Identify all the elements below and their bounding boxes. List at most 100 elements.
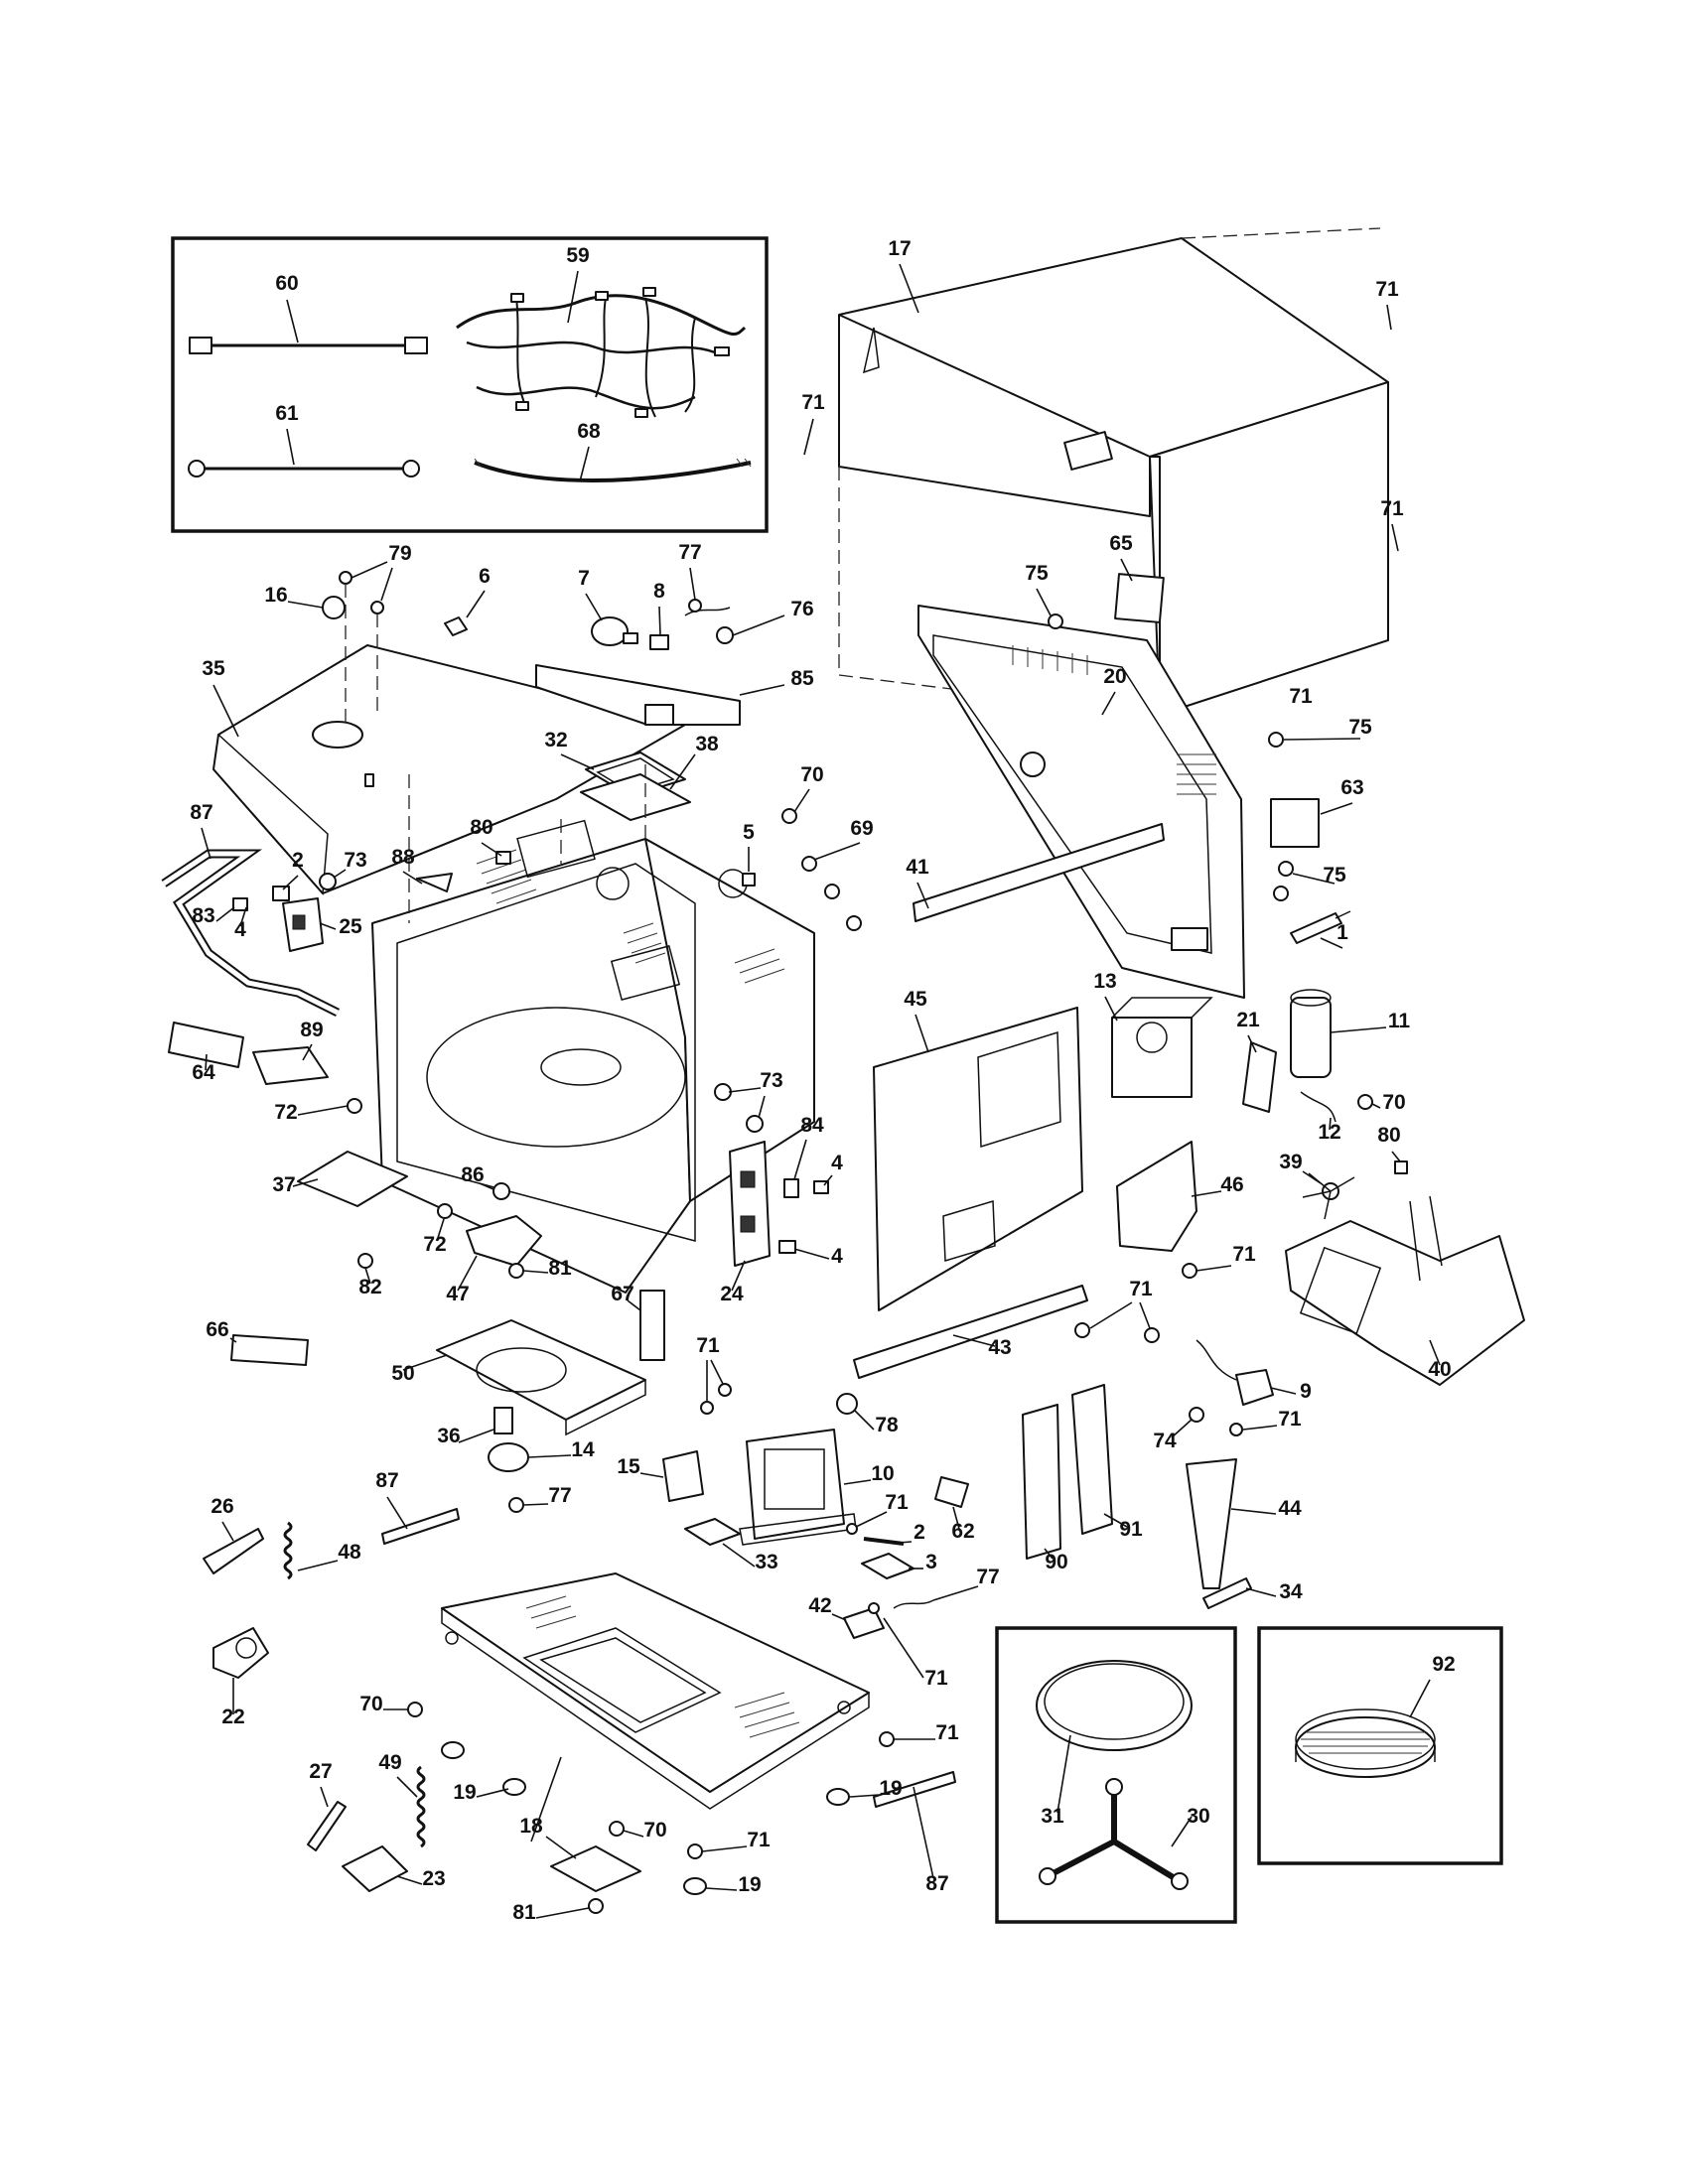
part-3-bracket — [861, 1553, 914, 1579]
callout-71: 71 — [1129, 1278, 1153, 1300]
callout-87: 87 — [925, 1872, 948, 1895]
part-11-hv-capacitor — [1290, 989, 1387, 1078]
callout-39: 39 — [1279, 1151, 1302, 1173]
part-76-screw — [716, 626, 734, 644]
callout-67: 67 — [611, 1283, 633, 1305]
callout-24: 24 — [720, 1283, 744, 1305]
part-31-glass-tray — [1036, 1660, 1193, 1751]
part-39-fan-blade — [1302, 1170, 1355, 1220]
part-88-bracket — [416, 873, 453, 892]
part-73-screw — [319, 873, 337, 890]
part-30-roller-guide — [1039, 1778, 1193, 1890]
callout-19: 19 — [738, 1873, 761, 1896]
screws-71-right — [1074, 1263, 1278, 1436]
rack-inset-frame — [1257, 1626, 1503, 1865]
callout-87: 87 — [375, 1469, 398, 1492]
part-64-label — [168, 1022, 244, 1068]
part-18-access-cover — [545, 1836, 641, 1892]
part-73-screw-b — [714, 1083, 732, 1101]
callout-21: 21 — [1236, 1009, 1260, 1031]
callout-37: 37 — [272, 1173, 295, 1196]
callout-84: 84 — [800, 1114, 824, 1137]
callout-19: 19 — [879, 1777, 902, 1800]
screws-71-base — [687, 1731, 935, 1859]
part-40-fan-housing — [1285, 1195, 1525, 1386]
callout-73: 73 — [344, 849, 366, 872]
part-2-switch-b — [863, 1537, 905, 1546]
callout-30: 30 — [1187, 1805, 1209, 1828]
callout-42: 42 — [808, 1594, 831, 1617]
callout-70: 70 — [1382, 1091, 1405, 1114]
part-48-spring — [283, 1521, 293, 1580]
part-72-screw — [347, 1098, 362, 1114]
part-41-bracket — [913, 823, 1165, 922]
part-49-spring — [416, 1765, 426, 1848]
callout-32: 32 — [544, 729, 567, 751]
callout-86: 86 — [461, 1163, 484, 1186]
callout-44: 44 — [1278, 1497, 1302, 1520]
callout-25: 25 — [339, 915, 362, 938]
part-77-wire — [893, 1599, 934, 1609]
callout-45: 45 — [904, 988, 927, 1011]
part-20-back-panel — [917, 605, 1245, 999]
callout-19: 19 — [453, 1781, 476, 1804]
part-13-magnetron — [1104, 996, 1213, 1098]
callout-22: 22 — [221, 1706, 244, 1728]
part-34-strip — [1202, 1577, 1277, 1609]
part-78-bushing — [836, 1393, 875, 1431]
callout-77: 77 — [548, 1484, 571, 1507]
callout-9: 9 — [1300, 1380, 1312, 1403]
inset-frame — [171, 236, 769, 533]
callout-71: 71 — [747, 1829, 771, 1851]
callout-40: 40 — [1428, 1358, 1451, 1381]
callout-46: 46 — [1220, 1173, 1243, 1196]
callout-15: 15 — [617, 1455, 640, 1478]
callout-35: 35 — [202, 657, 225, 680]
callout-73: 73 — [760, 1069, 782, 1092]
callout-38: 38 — [695, 733, 719, 755]
part-61-ground-wire — [188, 428, 420, 478]
callout-90: 90 — [1045, 1551, 1067, 1573]
callout-5: 5 — [743, 821, 755, 844]
part-12-diode — [1300, 1091, 1336, 1131]
callout-89: 89 — [300, 1019, 323, 1041]
callout-75: 75 — [1025, 562, 1049, 585]
callout-43: 43 — [988, 1336, 1011, 1359]
callout-70: 70 — [643, 1819, 666, 1842]
turntable-inset-frame — [995, 1626, 1237, 1924]
callout-85: 85 — [790, 667, 814, 690]
part-43-strip — [853, 1285, 1088, 1379]
part-18-base-plate — [441, 1572, 870, 1843]
part-87-strip-left — [381, 1508, 460, 1545]
callout-71: 71 — [885, 1491, 909, 1514]
callout-10: 10 — [871, 1462, 894, 1485]
callout-71: 71 — [1289, 685, 1313, 708]
callout-2: 2 — [914, 1521, 925, 1544]
callout-75: 75 — [1348, 716, 1372, 739]
callout-31: 31 — [1041, 1805, 1064, 1828]
callout-71: 71 — [1232, 1243, 1256, 1266]
callout-75: 75 — [1323, 864, 1346, 887]
part-47-motor-bracket — [466, 1215, 542, 1267]
part-76-wire — [684, 607, 731, 616]
callout-14: 14 — [571, 1438, 595, 1461]
callout-50: 50 — [391, 1362, 414, 1385]
part-70-screw-top — [781, 808, 797, 824]
part-72-screw-b — [437, 1203, 453, 1219]
callout-72: 72 — [274, 1101, 297, 1124]
feet-19 — [441, 1741, 880, 1895]
callout-80: 80 — [1377, 1124, 1400, 1147]
callout-88: 88 — [391, 846, 415, 869]
part-50-tray — [402, 1319, 646, 1436]
callout-11: 11 — [1388, 1010, 1411, 1032]
callout-70: 70 — [800, 763, 823, 786]
callout-71: 71 — [696, 1334, 720, 1357]
callout-66: 66 — [206, 1318, 228, 1341]
callout-71: 71 — [924, 1667, 948, 1690]
callout-92: 92 — [1432, 1653, 1455, 1676]
part-85-lamp-bracket — [535, 664, 785, 726]
callout-61: 61 — [275, 402, 299, 425]
part-90-duct — [1022, 1404, 1061, 1560]
callout-20: 20 — [1103, 665, 1126, 688]
callout-41: 41 — [906, 856, 929, 879]
